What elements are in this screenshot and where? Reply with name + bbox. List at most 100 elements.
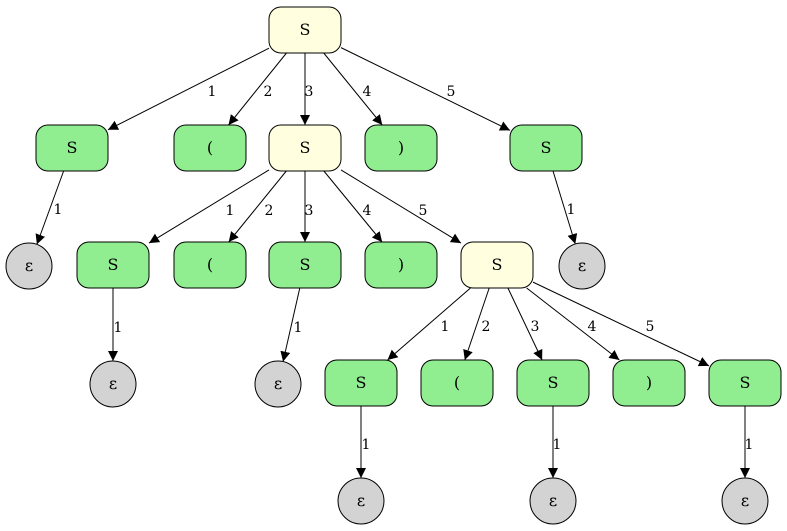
edge-label: 1	[745, 437, 754, 453]
epsilon-node: ε	[721, 477, 769, 525]
epsilon-node-circle	[721, 477, 769, 525]
node-label: (	[207, 255, 213, 274]
edge-arrow	[387, 287, 471, 361]
node-label: S	[300, 20, 311, 39]
terminal-node: )	[364, 241, 438, 289]
node-label: ε	[578, 256, 586, 275]
epsilon-node: ε	[254, 360, 302, 408]
node-label: S	[740, 373, 751, 392]
edge-arrow	[340, 47, 511, 131]
epsilon-node: ε	[558, 242, 606, 290]
node-box	[324, 359, 398, 407]
node-label: ε	[549, 491, 557, 510]
node-box	[708, 359, 782, 407]
edge-arrow	[526, 287, 620, 361]
node-label: S	[356, 373, 367, 392]
node-box	[420, 359, 494, 407]
edge-arrow	[507, 287, 543, 361]
terminal-node: S	[708, 359, 782, 407]
node-box	[76, 241, 150, 289]
edge-label: 2	[264, 84, 273, 100]
edge-label: 5	[419, 203, 428, 219]
edge-arrow	[323, 170, 383, 243]
terminal-node: S	[268, 241, 342, 289]
node-label: ε	[357, 491, 365, 510]
edge-label: 1	[294, 320, 303, 336]
edge-label: 1	[54, 202, 63, 218]
terminal-node: S	[509, 124, 583, 172]
epsilon-node: ε	[5, 242, 53, 290]
epsilon-node-circle	[5, 242, 53, 290]
nonterminal-node: S	[268, 124, 342, 172]
node-label: ε	[109, 374, 117, 393]
node-label: (	[454, 373, 460, 392]
edge-label: 1	[362, 437, 371, 453]
edge-arrow	[228, 52, 287, 126]
edge-arrow	[532, 281, 710, 367]
node-label: (	[207, 138, 213, 157]
terminal-node: )	[364, 124, 438, 172]
edge-label: 4	[588, 319, 597, 335]
terminal-node: S	[324, 359, 398, 407]
edge-arrow	[463, 287, 490, 361]
edge-arrow	[35, 170, 65, 245]
edge-arrow	[280, 287, 301, 362]
node-box	[268, 241, 342, 289]
node-box	[268, 124, 342, 172]
node-label: ε	[25, 256, 33, 275]
node-label: S	[492, 255, 503, 274]
node-box	[516, 359, 590, 407]
node-label: S	[548, 373, 559, 392]
terminal-node: (	[173, 124, 247, 172]
edge-arrow	[340, 169, 462, 244]
edge-label: 3	[305, 84, 314, 100]
node-label: )	[398, 255, 404, 274]
edge-label: 1	[114, 320, 123, 336]
node-label: )	[646, 373, 652, 392]
edge-label: 4	[363, 84, 372, 100]
epsilon-node-circle	[558, 242, 606, 290]
node-label: ε	[274, 374, 282, 393]
epsilon-node-circle	[337, 477, 385, 525]
node-box	[173, 124, 247, 172]
edge-label: 5	[447, 84, 456, 100]
nonterminal-node: S	[460, 241, 534, 289]
epsilon-node: ε	[337, 477, 385, 525]
nonterminal-node: S	[268, 6, 342, 54]
edge-label: 3	[531, 319, 540, 335]
terminal-node: (	[420, 359, 494, 407]
epsilon-node-circle	[254, 360, 302, 408]
edge-label: 2	[265, 203, 274, 219]
node-label: S	[300, 138, 311, 157]
terminal-node: S	[516, 359, 590, 407]
node-box	[173, 241, 247, 289]
epsilon-node: ε	[529, 477, 577, 525]
edge-label: 5	[646, 319, 655, 335]
node-box	[35, 124, 109, 172]
node-box	[509, 124, 583, 172]
edge-label: 4	[363, 203, 372, 219]
edge-arrow	[552, 170, 578, 245]
edge-arrow	[323, 52, 383, 126]
edge-label: 1	[208, 84, 217, 100]
edge-arrow	[228, 170, 287, 243]
node-box	[364, 241, 438, 289]
edge-arrow	[107, 47, 270, 131]
node-label: )	[398, 138, 404, 157]
node-label: ε	[741, 491, 749, 510]
edge-label: 1	[553, 437, 562, 453]
edge-label: 1	[226, 203, 235, 219]
node-label: S	[108, 255, 119, 274]
edge-arrow	[148, 169, 270, 244]
node-label: S	[67, 138, 78, 157]
node-box	[612, 359, 686, 407]
terminal-node: S	[76, 241, 150, 289]
epsilon-node: ε	[89, 360, 137, 408]
node-label: S	[300, 255, 311, 274]
terminal-node: )	[612, 359, 686, 407]
epsilon-node-circle	[89, 360, 137, 408]
edge-label: 2	[482, 319, 491, 335]
